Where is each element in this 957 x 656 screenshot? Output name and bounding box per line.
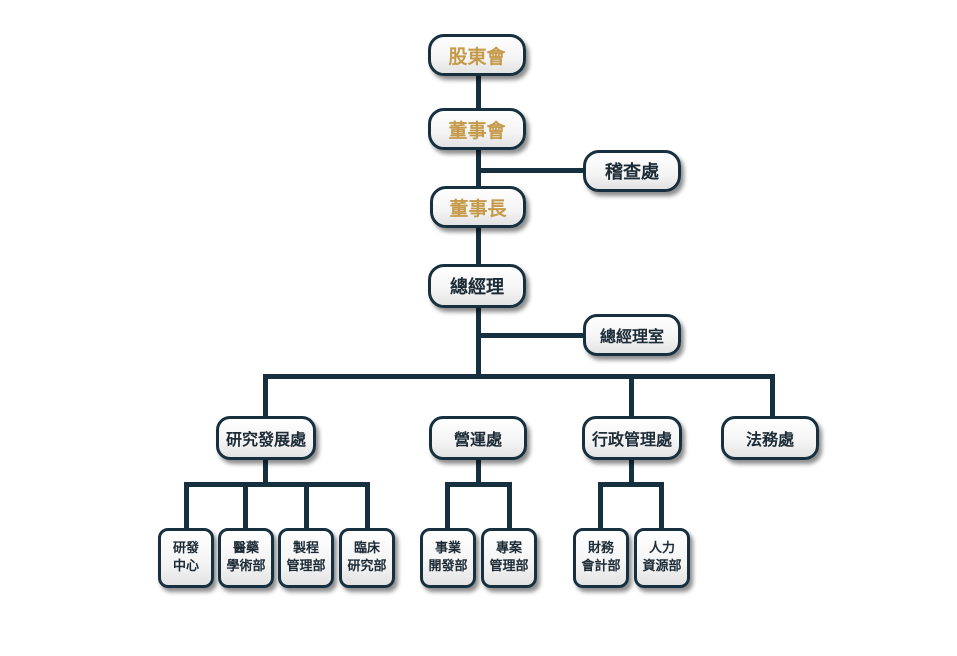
connector-ops-stem [476, 456, 481, 484]
connector-audit [478, 168, 586, 173]
connector-ops-units-bar [445, 482, 512, 487]
department-admin-node: 行政管理處 [582, 416, 682, 460]
connector-gm-office [478, 333, 586, 338]
connector-rd-units-bar [184, 482, 370, 487]
connector-admin-unit-2 [659, 482, 664, 532]
department-legal-node: 法務處 [721, 416, 819, 460]
connector-admin-drop [629, 374, 634, 420]
connector-legal-drop [770, 374, 775, 420]
department-rd-node: 研究發展處 [216, 416, 316, 460]
general-manager-node: 總經理 [428, 264, 526, 308]
unit-medical-academic-node: 醫藥 學術部 [218, 528, 274, 588]
unit-business-dev-node: 事業 開發部 [420, 528, 476, 588]
connector-ops-unit-2 [507, 482, 512, 532]
audit-node: 稽查處 [583, 150, 681, 192]
board-node: 董事會 [428, 108, 526, 150]
department-ops-node: 營運處 [429, 416, 527, 460]
chairman-node: 董事長 [430, 186, 526, 228]
shareholders-node: 股東會 [428, 34, 526, 76]
connector-admin-unit-1 [598, 482, 603, 532]
connector-rd-unit-1 [184, 482, 189, 532]
connector-departments-bar [263, 374, 775, 379]
connector-rd-stem [263, 456, 268, 484]
gm-office-node: 總經理室 [583, 314, 681, 356]
connector-ops-unit-1 [445, 482, 450, 532]
unit-rd-center-node: 研發 中心 [158, 528, 214, 588]
unit-process-mgmt-node: 製程 管理部 [278, 528, 334, 588]
unit-project-mgmt-node: 專案 管理部 [481, 528, 537, 588]
connector-rd-unit-3 [304, 482, 309, 532]
connector-rd-unit-4 [365, 482, 370, 532]
connector-rd-unit-2 [243, 482, 248, 532]
unit-clinical-research-node: 臨床 研究部 [339, 528, 395, 588]
unit-hr-node: 人力 資源部 [634, 528, 690, 588]
unit-finance-node: 財務 會計部 [573, 528, 629, 588]
connector-admin-stem [629, 456, 634, 484]
connector-admin-units-bar [598, 482, 664, 487]
connector-rd-drop [263, 374, 268, 420]
